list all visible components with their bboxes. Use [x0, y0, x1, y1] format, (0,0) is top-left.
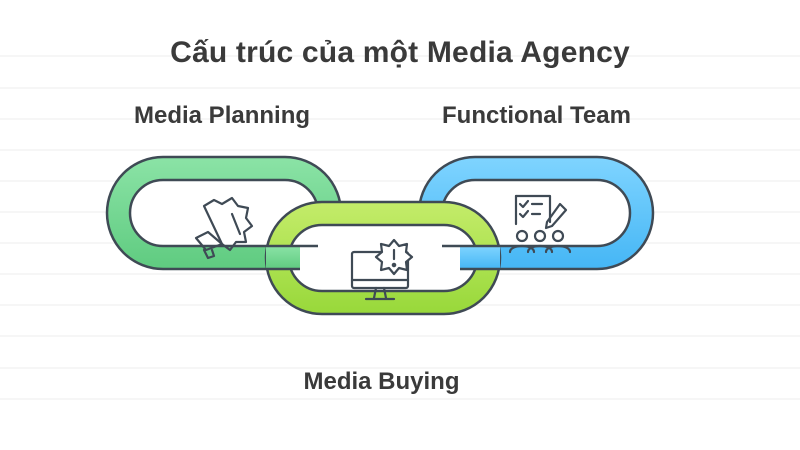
- diagram-title: Cấu trúc của một Media Agency: [170, 36, 630, 69]
- link-overlap-blue: [442, 244, 500, 271]
- monitor-alert-icon: [350, 238, 414, 301]
- label-media-planning: Media Planning: [134, 102, 311, 129]
- label-media-buying: Media Buying: [303, 368, 460, 395]
- megaphone-icon: [194, 196, 254, 260]
- label-functional-team: Functional Team: [442, 102, 631, 129]
- team-checklist-icon: [508, 194, 572, 254]
- link-overlap-green: [266, 244, 318, 271]
